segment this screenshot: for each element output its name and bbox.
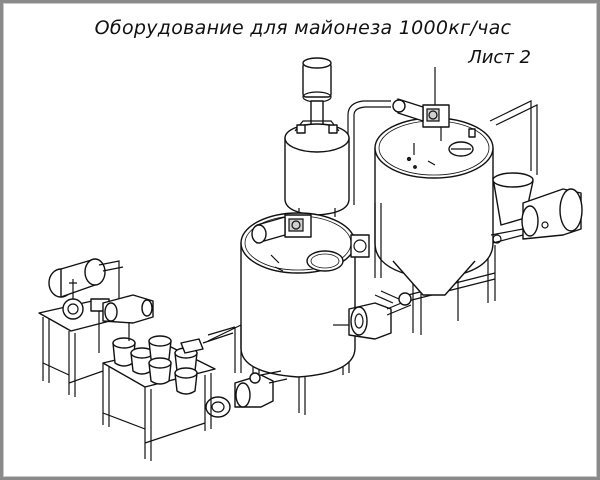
outlet-pump: [206, 325, 287, 417]
main-mixing-tank: [241, 213, 369, 415]
large-mixing-vessel: [375, 67, 495, 335]
packing-machine: [39, 259, 153, 397]
equipment-isometric-drawing: [3, 3, 597, 477]
side-hopper-pump: [491, 173, 582, 243]
filling-table: [103, 333, 233, 461]
upper-small-tank: [285, 58, 349, 217]
drawing-title: Оборудование для майонеза 1000кг/час: [94, 17, 512, 39]
sheet-number-label: Лист 2: [468, 47, 531, 68]
transfer-pump: [333, 293, 411, 339]
